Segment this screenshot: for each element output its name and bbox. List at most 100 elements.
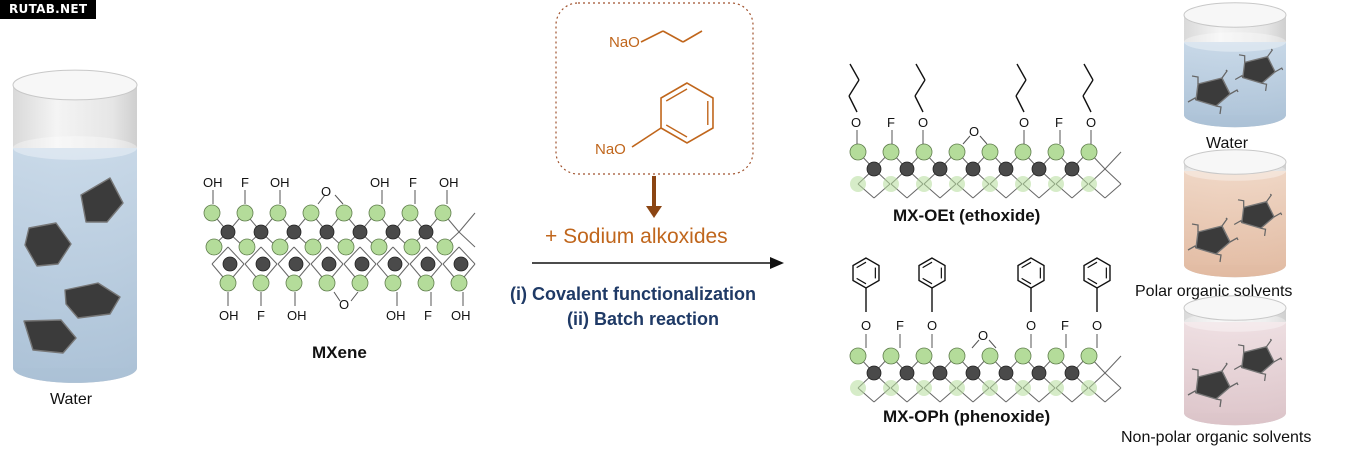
reagent-box-border (555, 2, 754, 175)
green-atom (1048, 176, 1064, 192)
green-atom (335, 204, 353, 222)
ethyl-bond (915, 63, 926, 81)
green-atom (981, 143, 999, 161)
dispersion-label-nonpolar: Non-polar organic solvents (1121, 429, 1312, 446)
mxene-top-group-3: OH (270, 175, 290, 190)
dark-atom (453, 256, 469, 272)
bond (333, 291, 341, 302)
mxene-flake (23, 319, 77, 354)
ethyl-bond (914, 79, 926, 97)
green-atom (302, 204, 320, 222)
benzene-ring (660, 82, 714, 144)
mxene-flake (80, 177, 124, 223)
green-atom (269, 204, 287, 222)
nonpolar-dispersion-beaker (1183, 295, 1287, 426)
ligand-chain (1221, 362, 1228, 372)
mxene-top-group-5: OH (370, 175, 390, 190)
ethyl-bond (1016, 63, 1027, 81)
dark-atom (1031, 161, 1047, 177)
dispersion-label-polar: Polar organic solvents (1135, 283, 1293, 300)
dark-atom (932, 161, 948, 177)
ligand-chain (1191, 75, 1199, 84)
beaker-rim (1183, 2, 1287, 28)
dispersed-flake (1187, 217, 1239, 263)
bond (376, 246, 394, 265)
dark-atom (352, 224, 368, 240)
dispersed-flake (1233, 193, 1283, 236)
ligand-chain (1229, 382, 1239, 388)
dark-atom (1064, 161, 1080, 177)
green-atom (1048, 380, 1064, 396)
bond (1104, 387, 1122, 403)
green-atom (883, 176, 899, 192)
green-atom (982, 380, 998, 396)
mxene-top-group-2: F (241, 175, 249, 190)
bond (971, 339, 980, 349)
bond (962, 135, 971, 145)
flake-body (1195, 370, 1231, 400)
green-atom (916, 380, 932, 396)
green-atom (949, 176, 965, 192)
green-atom (1015, 176, 1031, 192)
phenoxide-formula: NaO (595, 141, 626, 158)
green-atom (1014, 143, 1032, 161)
mxene-bottom-group-7: OH (451, 308, 471, 323)
dispersion-label-water: Water (1206, 135, 1249, 152)
bond (326, 246, 344, 265)
green-atom (252, 274, 270, 292)
ligand-chain (1233, 219, 1243, 226)
green-atom (1080, 143, 1098, 161)
ligand-chain (1191, 223, 1199, 232)
green-atom (203, 204, 221, 222)
water-beaker (12, 69, 138, 383)
ligand-chain (1273, 212, 1283, 218)
bond (988, 339, 997, 349)
ring-double-bond (922, 261, 933, 269)
dark-atom (420, 256, 436, 272)
ligand-chain (1215, 398, 1222, 408)
arrow-shaft (652, 176, 656, 210)
green-atom (1014, 347, 1032, 365)
green-atom (981, 347, 999, 365)
green-atom (368, 204, 386, 222)
ligand-chain (1215, 253, 1222, 263)
phenyl-ring (852, 257, 880, 289)
dark-atom (965, 365, 981, 381)
mxene-label: MXene (312, 343, 367, 362)
green-atom (948, 143, 966, 161)
green-atom (982, 176, 998, 192)
green-atom (370, 238, 388, 256)
green-atom (285, 274, 303, 292)
green-atom (236, 204, 254, 222)
ligand-chain (1221, 69, 1228, 79)
bond (211, 246, 229, 265)
dark-atom (418, 224, 434, 240)
green-atom (882, 143, 900, 161)
bond (260, 246, 278, 265)
ethyl-bond (1082, 79, 1094, 97)
ethoxide-bond (682, 30, 703, 43)
mx-oet-structure (848, 63, 1122, 199)
ring-double-bond (1087, 277, 1098, 285)
ring-double-bond (1021, 277, 1032, 285)
bond (277, 246, 295, 265)
dark-atom (965, 161, 981, 177)
ethyl-bond (1083, 63, 1094, 81)
green-atom (318, 274, 336, 292)
dark-atom (385, 224, 401, 240)
dark-atom (319, 224, 335, 240)
bond (1104, 355, 1122, 374)
dark-atom (998, 365, 1014, 381)
green-atom (1081, 176, 1097, 192)
beaker-liquid (1184, 322, 1286, 426)
ethoxide-group-6: F (1055, 115, 1063, 130)
bond (293, 246, 311, 265)
ligand-chain (1273, 357, 1283, 363)
green-atom (1047, 347, 1065, 365)
bond (359, 246, 377, 265)
green-atom (304, 238, 322, 256)
ligand-chain (1266, 48, 1274, 58)
green-atom (1080, 347, 1098, 365)
dark-atom (1031, 365, 1047, 381)
ligand-chain (1265, 338, 1273, 348)
